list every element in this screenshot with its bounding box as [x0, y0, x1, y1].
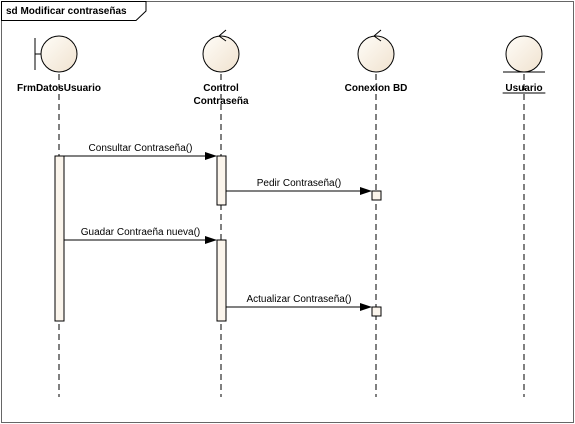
activation-bar [371, 190, 382, 201]
frame-title: sd Modificar contraseñas [6, 6, 127, 17]
message-label: Consultar Contraseña() [89, 143, 193, 154]
participant-bd[interactable]: Conexion BD [345, 29, 408, 94]
message-label: Pedir Contraseña() [257, 178, 341, 189]
participant-frm[interactable]: FrmDatosUsuario [17, 35, 101, 94]
control-icon [202, 35, 240, 73]
message-2[interactable]: Pedir Contraseña() [226, 178, 372, 195]
message-4[interactable]: Actualizar Contraseña() [226, 294, 372, 311]
messages: Consultar Contraseña() Pedir Contraseña()… [64, 143, 372, 311]
activation-bar [54, 155, 65, 322]
message-label: Guadar Contraeña nueva() [81, 227, 201, 238]
frame-title-tab [1, 1, 147, 21]
participant-name-usr: Usuario [505, 83, 542, 94]
message-1[interactable]: Consultar Contraseña() [64, 143, 217, 160]
control-icon [357, 35, 395, 73]
participant-usr[interactable]: Usuario [502, 35, 546, 94]
activations [54, 155, 382, 322]
participant-name-bd: Conexion BD [345, 83, 408, 94]
activation-bar [216, 239, 227, 322]
arrowhead-icon [205, 236, 217, 244]
message-3[interactable]: Guadar Contraeña nueva() [64, 227, 217, 244]
participant-name-frm: FrmDatosUsuario [17, 83, 101, 94]
participant-name-ctl: Control [203, 83, 239, 94]
arrowhead-icon [360, 303, 372, 311]
message-label: Actualizar Contraseña() [246, 294, 351, 305]
arrowhead-icon [360, 187, 372, 195]
control-arrow-icon [218, 29, 227, 42]
control-arrow-icon [373, 29, 382, 42]
participant-name-ctl: Contraseña [193, 96, 248, 107]
boundary-icon [40, 35, 78, 73]
entity-icon [505, 35, 543, 73]
activation-bar [216, 155, 227, 206]
arrowhead-icon [205, 152, 217, 160]
activation-bar [371, 306, 382, 317]
